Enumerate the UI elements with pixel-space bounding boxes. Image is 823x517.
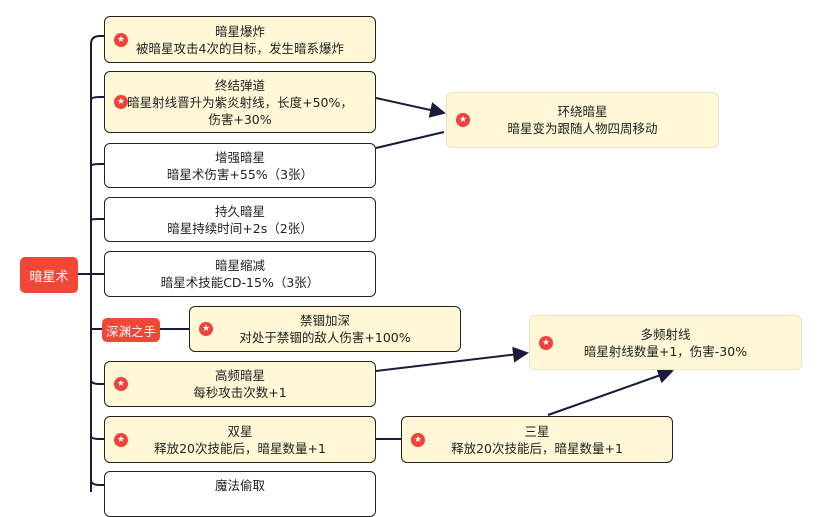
node-desc: 对处于禁锢的敌人伤害+100%: [239, 330, 411, 345]
root-node[interactable]: 暗星术: [20, 257, 78, 293]
skill-node-sanxing[interactable]: ★ 三星 释放20次技能后，暗星数量+1: [401, 416, 673, 463]
node-title: 环绕暗星: [557, 104, 608, 119]
node-title: 魔法偷取: [214, 478, 265, 493]
connector-lines: [78, 35, 674, 492]
skill-node-zengqiang-anxing[interactable]: 增强暗星 暗星术伤害+55%（3张）: [104, 143, 376, 188]
node-desc: 释放20次技能后，暗星数量+1: [154, 440, 326, 456]
skill-node-huanrao-anxing[interactable]: ★ 环绕暗星 暗星变为跟随人物四周移动: [446, 92, 719, 148]
node-title: 多频射线: [640, 326, 691, 342]
skill-node-duopin-shexian[interactable]: ★ 多频射线 暗星射线数量+1，伤害-30%: [529, 315, 802, 370]
sub-root-label: 深渊之手: [105, 323, 156, 339]
node-title: 持久暗星: [214, 203, 265, 219]
node-title: 禁锢加深: [299, 313, 350, 328]
star-badge-icon: ★: [114, 377, 128, 391]
branch-6: [90, 379, 104, 385]
star-badge-icon: ★: [456, 113, 470, 127]
branch-1: [90, 96, 104, 101]
link-to-huanrao-b: [375, 131, 445, 149]
node-title: 暗星爆炸: [214, 23, 265, 39]
skill-node-jingu-jiashen[interactable]: ★ 禁锢加深 对处于禁锢的敌人伤害+100%: [189, 306, 461, 352]
branch-8: [90, 479, 104, 486]
star-badge-icon: ★: [199, 322, 213, 336]
node-desc: 暗星术伤害+55%（3张）: [166, 166, 314, 182]
star-badge-icon: ★: [114, 95, 128, 109]
branch-2: [90, 163, 104, 167]
skill-node-mofa-touqu[interactable]: 魔法偷取: [104, 471, 376, 517]
link-sanxing-duopin: [547, 368, 674, 416]
sub-root-node[interactable]: 深渊之手: [102, 318, 160, 342]
node-desc: 伤害+30%: [208, 111, 272, 127]
skill-node-anxing-suojian[interactable]: 暗星缩减 暗星术技能CD-15%（3张）: [104, 251, 376, 297]
branch-3: [90, 218, 104, 221]
branch-0: [90, 35, 104, 45]
node-title: 三星: [524, 423, 550, 439]
node-desc: 暗星射线晋升为紫炎射线，长度+50%，: [127, 94, 353, 110]
node-desc: 释放20次技能后，暗星数量+1: [451, 440, 623, 456]
skill-node-zhongjie-dandao[interactable]: ★ 终结弹道 暗星射线晋升为紫炎射线，长度+50%， 伤害+30%: [104, 71, 376, 133]
root-label: 暗星术: [29, 269, 69, 285]
skill-node-anxing-baozha[interactable]: ★ 暗星爆炸 被暗星攻击4次的目标，发生暗系爆炸: [104, 16, 376, 63]
node-title: 增强暗星: [214, 149, 265, 165]
node-title: 暗星缩减: [214, 258, 265, 273]
star-badge-icon: ★: [114, 32, 128, 47]
star-badge-icon: ★: [411, 432, 425, 447]
node-desc: 暗星持续时间+2s（2张）: [167, 220, 313, 236]
node-desc: 暗星射线数量+1，伤害-30%: [583, 343, 748, 359]
star-badge-icon: ★: [539, 335, 553, 350]
node-title: 终结弹道: [214, 77, 265, 93]
link-to-huanrao-a: [375, 97, 446, 118]
node-desc: 每秒攻击次数+1: [193, 385, 287, 400]
skill-node-gaopin-anxing[interactable]: ★ 高频暗星 每秒攻击次数+1: [104, 361, 376, 407]
link-to-duopin: [375, 346, 529, 372]
node-desc: 暗星变为跟随人物四周移动: [507, 121, 658, 136]
skill-node-chijiu-anxing[interactable]: 持久暗星 暗星持续时间+2s（2张）: [104, 197, 376, 242]
node-title: 高频暗星: [214, 368, 265, 383]
node-title: 双星: [227, 423, 253, 439]
node-desc: 被暗星攻击4次的目标，发生暗系爆炸: [136, 40, 344, 56]
skill-node-shuangxing[interactable]: ★ 双星 释放20次技能后，暗星数量+1: [104, 416, 376, 463]
branch-7: [90, 435, 104, 440]
star-badge-icon: ★: [114, 432, 128, 447]
node-desc: 暗星术技能CD-15%（3张）: [160, 275, 320, 290]
